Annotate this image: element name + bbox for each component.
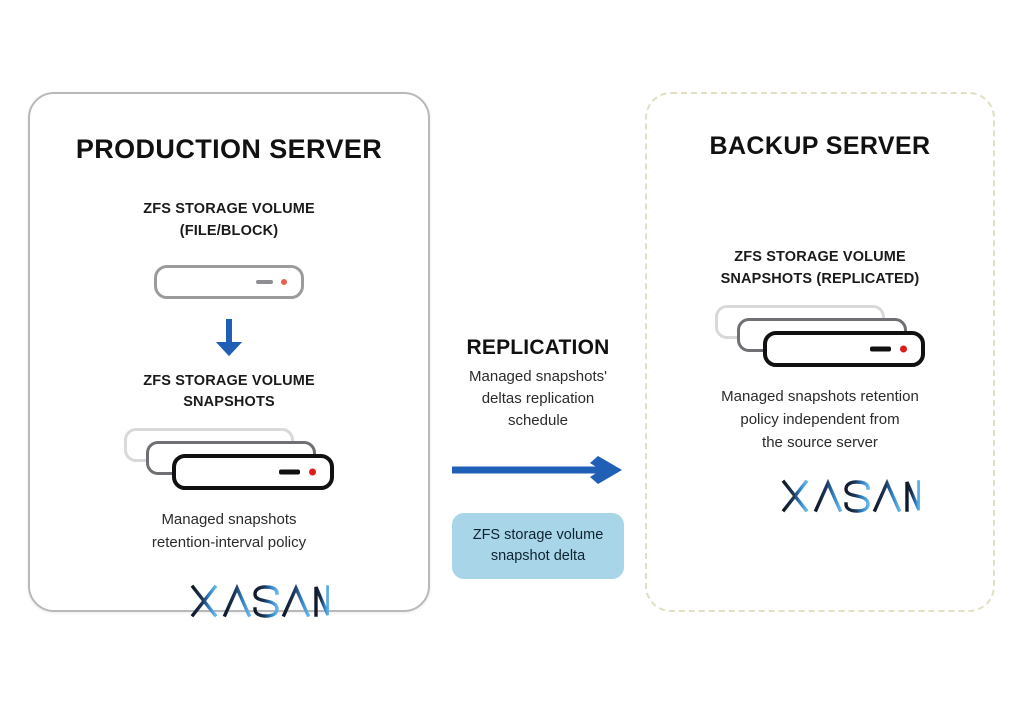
production-volume-block: ZFS STORAGE VOLUME (FILE/BLOCK) (143, 199, 315, 299)
production-snapshots-caption: Managed snapshots retention-interval pol… (152, 508, 306, 555)
snapshot-delta-badge: ZFS storage volume snapshot delta (452, 513, 624, 580)
server-led-icon (309, 468, 316, 476)
production-hexasan-logo-wrap (129, 581, 329, 623)
server-led-icon (900, 345, 907, 352)
production-snapshots-heading: ZFS STORAGE VOLUME SNAPSHOTS (143, 371, 315, 415)
replication-title: REPLICATION (466, 336, 610, 359)
server-stack-front-layer (763, 330, 925, 367)
backup-snapshots-heading: ZFS STORAGE VOLUME SNAPSHOTS (REPLICATED… (721, 247, 920, 291)
snapshot-delta-badge-line1: ZFS storage volume (472, 527, 604, 544)
backup-server-title: BACKUP SERVER (709, 132, 931, 160)
replication-subtitle: Managed snapshots' deltas replication sc… (469, 366, 607, 431)
backup-snapshots-heading-line2: SNAPSHOTS (REPLICATED) (720, 270, 920, 287)
backup-snapshots-caption: Managed snapshots retention policy indep… (721, 385, 919, 455)
production-volume-heading-line1: ZFS STORAGE VOLUME (143, 201, 315, 217)
arrow-right-icon (452, 456, 622, 485)
backup-snapshots-caption-line1: Managed snapshots retention (721, 387, 919, 405)
production-volume-heading: ZFS STORAGE VOLUME (FILE/BLOCK) (143, 199, 315, 243)
hexasan-logo (724, 479, 920, 513)
replication-subtitle-line2: deltas replication (481, 389, 595, 407)
server-dash-icon (279, 469, 300, 475)
replication-column: REPLICATION Managed snapshots' deltas re… (437, 336, 639, 580)
replication-subtitle-line3: schedule (507, 411, 569, 429)
backup-hexasan-logo-wrap (720, 476, 920, 518)
production-server-title: PRODUCTION SERVER (75, 134, 383, 164)
backup-snapshots-caption-line2: policy independent from (740, 410, 900, 428)
snapshot-delta-badge-line2: snapshot delta (490, 548, 586, 565)
production-snapshots-caption-line2: retention-interval policy (151, 534, 307, 552)
production-snapshots-heading-line2: SNAPSHOTS (183, 394, 275, 411)
server-single-icon (153, 264, 304, 299)
server-stack-icon (124, 428, 334, 490)
backup-server-panel: BACKUP SERVER ZFS STORAGE VOLUME SNAPSHO… (645, 92, 995, 612)
production-server-panel: PRODUCTION SERVER ZFS STORAGE VOLUME (FI… (28, 92, 430, 618)
server-stack-front-layer (172, 454, 334, 490)
backup-snapshots-caption-line3: the source server (762, 434, 878, 451)
production-snapshots-block: ZFS STORAGE VOLUME SNAPSHOTS Managed sna… (124, 371, 334, 555)
server-led-icon (280, 278, 287, 285)
replication-subtitle-line1: Managed snapshots' (469, 368, 607, 385)
production-snapshots-caption-line1: Managed snapshots (161, 511, 297, 528)
server-dash-icon (255, 279, 273, 284)
flow-arrow-down-wrap (210, 317, 248, 359)
production-volume-heading-line2: (FILE/BLOCK) (179, 222, 279, 239)
backup-snapshots-heading-line1: ZFS STORAGE VOLUME (734, 249, 906, 265)
backup-snapshots-block: ZFS STORAGE VOLUME SNAPSHOTS (REPLICATED… (715, 207, 925, 454)
server-dash-icon (870, 346, 891, 351)
server-stack-icon (715, 304, 925, 367)
hexasan-logo (133, 583, 329, 618)
production-snapshots-heading-line1: ZFS STORAGE VOLUME (143, 372, 315, 389)
arrow-down-icon (216, 318, 242, 356)
